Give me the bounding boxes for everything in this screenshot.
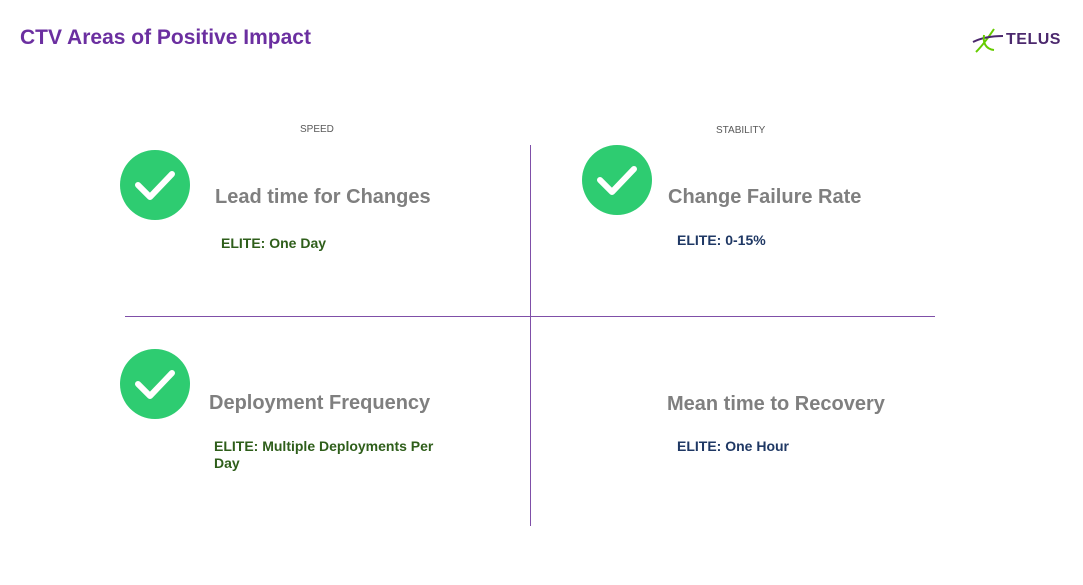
check-circle-icon xyxy=(582,145,652,215)
metric-mean-time-to-recovery: Mean time to Recovery xyxy=(667,393,885,415)
slide-title: CTV Areas of Positive Impact xyxy=(20,26,311,49)
check-circle-icon xyxy=(120,349,190,419)
stability-heading: STABILITY xyxy=(716,125,766,136)
target-change-failure-rate: ELITE: 0-15% xyxy=(677,232,766,248)
vertical-divider xyxy=(530,145,531,526)
metric-change-failure-rate: Change Failure Rate xyxy=(668,186,862,208)
metric-lead-time: Lead time for Changes xyxy=(215,186,431,208)
target-mean-time-to-recovery: ELITE: One Hour xyxy=(677,438,789,454)
metric-deployment-frequency: Deployment Frequency xyxy=(209,392,431,414)
speed-heading: SPEED xyxy=(300,124,334,135)
check-circle-icon xyxy=(120,150,190,220)
horizontal-divider xyxy=(125,316,935,317)
logo-text: TELUS xyxy=(1006,31,1061,48)
target-deployment-frequency: ELITE: Multiple Deployments Per Day xyxy=(214,438,434,471)
telus-logo: TELUS xyxy=(972,26,1067,56)
telus-logo-icon xyxy=(972,28,1004,53)
target-lead-time: ELITE: One Day xyxy=(221,235,327,251)
